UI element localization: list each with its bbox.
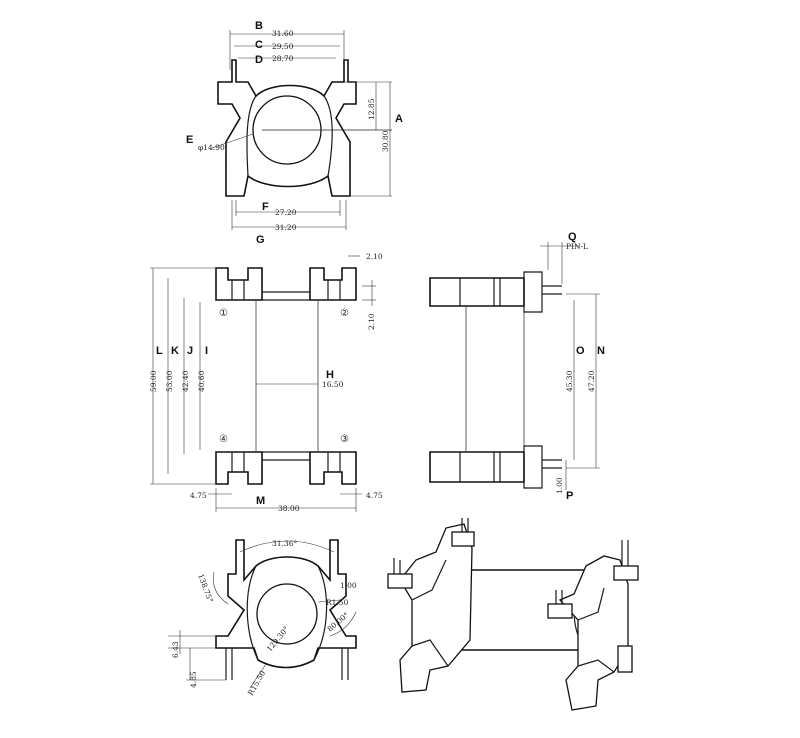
label-A: A — [395, 113, 403, 125]
dim-I: 40.60 — [197, 370, 206, 392]
dim-C: 29.50 — [272, 42, 294, 51]
dim-left: 4.75 — [190, 491, 207, 500]
dim-L: 59.00 — [149, 370, 158, 392]
top-view: 31.60 B 29.50 C 28.70 D φ14.90 E 12.85 3… — [186, 20, 403, 246]
dim-right: 4.75 — [366, 491, 383, 500]
label-H: H — [326, 369, 334, 381]
label-F: F — [262, 201, 269, 213]
dim-J: 42.40 — [181, 370, 190, 392]
dim-A1: 12.85 — [367, 98, 376, 120]
dim-d1: 6.43 — [171, 641, 180, 658]
dim-N: 47.20 — [587, 370, 596, 392]
dim-B: 31.60 — [272, 29, 294, 38]
label-L: L — [156, 345, 163, 357]
pin-3: ③ — [340, 434, 349, 445]
pin-2: ② — [340, 308, 349, 319]
label-G: G — [256, 234, 265, 246]
dim-r2: R1.50 — [326, 598, 349, 607]
label-O: O — [576, 345, 585, 357]
label-J: J — [187, 345, 193, 357]
isometric-view — [387, 518, 639, 711]
dim-ang3: 80.00° — [326, 610, 351, 633]
dim-d2: 4.85 — [189, 671, 198, 688]
dim-Q: PIN-L — [566, 242, 588, 251]
dim-O: 45.30 — [565, 370, 574, 392]
dim-H: 16.50 — [322, 380, 344, 389]
label-B: B — [255, 20, 263, 32]
label-E: E — [186, 134, 193, 146]
label-I: I — [205, 345, 208, 357]
dim-M: 38.00 — [278, 504, 300, 513]
dim-top-h: 2.10 — [367, 313, 376, 330]
dim-ang2: 138.75° — [196, 573, 215, 604]
dim-r1: 1.00 — [340, 581, 357, 590]
label-N: N — [597, 345, 605, 357]
dim-top-w: 2.10 — [366, 252, 383, 261]
front-view: 16.50 H ① ② ③ ④ 2.10 2.10 59.00 L 53.00 … — [149, 252, 383, 513]
label-K: K — [171, 345, 179, 357]
dim-P: 1.00 — [555, 477, 564, 494]
side-view: PIN-L Q 47.20 N 45.30 O 1.00 P — [429, 231, 605, 502]
dim-r3: R15.50 — [246, 669, 267, 697]
dim-A: 30.80 — [381, 130, 390, 152]
dim-ang1: 31.36° — [272, 539, 297, 548]
label-C: C — [255, 39, 263, 51]
label-D: D — [255, 54, 263, 66]
dim-E: φ14.90 — [198, 143, 225, 152]
dim-K: 53.00 — [165, 370, 174, 392]
dim-D: 28.70 — [272, 54, 294, 63]
pin-1: ① — [219, 308, 228, 319]
label-P: P — [566, 490, 573, 502]
dim-G: 31.20 — [275, 223, 297, 232]
detail-view: 31.36° 138.75° 1.00 R1.50 80.00° 129.30°… — [168, 539, 357, 697]
dim-F: 27.20 — [275, 208, 297, 217]
label-M: M — [256, 495, 265, 507]
label-Q: Q — [568, 231, 577, 243]
pin-4: ④ — [219, 434, 228, 445]
